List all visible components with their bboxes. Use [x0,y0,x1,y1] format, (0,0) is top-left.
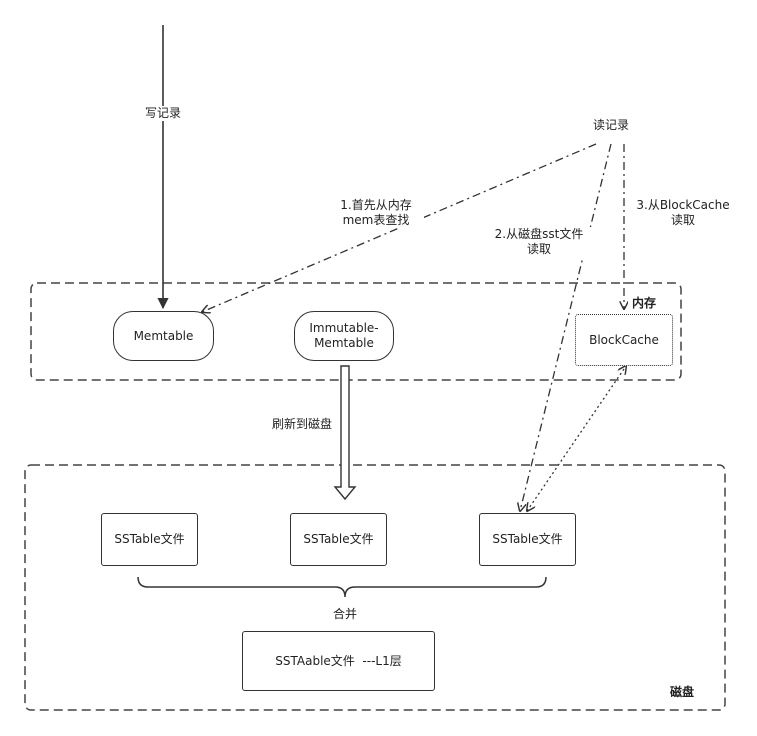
step1-label: 1.首先从内存 mem表查找 [328,198,424,228]
merge-brace [137,576,547,598]
l1-sstable-node: SSTAable文件 ---L1层 [242,631,435,691]
memory-region-label: 内存 [628,296,660,311]
memtable-node: Memtable [113,311,214,361]
sstable-file-2: SSTable文件 [290,513,387,566]
merge-label: 合并 [332,607,357,621]
write-label: 写记录 [141,106,185,121]
disk-region [24,464,726,711]
read-label: 读记录 [592,118,629,132]
step2-text: 2.从磁盘sst文件 读取 [494,227,584,256]
step3-text: 3.从BlockCache 读取 [636,198,730,227]
immutable-memtable-text: Immutable- Memtable [309,321,379,350]
step3-label: 3.从BlockCache 读取 [628,198,738,228]
memory-region [30,282,682,381]
cache-sstable-link [527,366,626,511]
flush-label: 刷新到磁盘 [271,417,332,431]
sstable-file-3: SSTable文件 [479,513,576,566]
l1-sstable-text: SSTAable文件 ---L1层 [275,653,402,668]
disk-region-label: 磁盘 [669,685,694,699]
step2-label: 2.从磁盘sst文件 读取 [483,227,595,257]
sstable-file-1: SSTable文件 [101,513,198,566]
flush-arrow [333,365,357,501]
step1-text: 1.首先从内存 mem表查找 [340,198,412,227]
immutable-memtable-node: Immutable- Memtable [294,311,394,361]
blockcache-node: BlockCache [575,314,673,366]
